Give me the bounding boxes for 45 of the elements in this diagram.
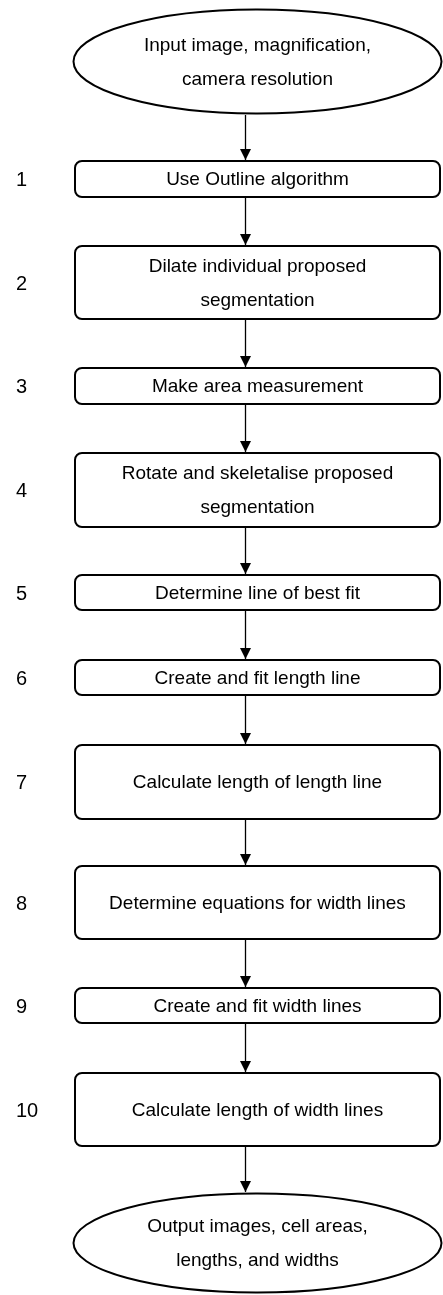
step-number: 7 [16,770,28,794]
step-text: Determine line of best fit [155,580,360,605]
step-text: Rotate and skeletalise proposed segmentation [120,461,395,519]
step-number: 5 [16,580,28,605]
step-number: 9 [16,993,28,1018]
step-number: 1 [16,167,28,191]
process-box [74,245,441,320]
arrow [240,610,251,660]
process-box [74,987,441,1024]
process-box [74,367,441,405]
step-text: Create and fit length line [154,665,361,690]
process-box [74,1072,441,1147]
arrow [240,1023,251,1073]
process-box [74,744,441,820]
step-text: Output images, cell areas, lengths, and widths [146,1214,369,1272]
step-number: 4 [16,478,28,502]
process-box [74,452,441,528]
process-box [74,659,441,696]
step-text: Calculate length of length line [132,770,383,794]
arrow [240,819,251,866]
process-box [74,574,441,611]
step-number: 8 [16,890,28,915]
process-box [74,160,441,198]
step-text: Input image, magnification, camera resolution [142,32,373,91]
arrow [240,939,251,988]
arrow [240,114,251,161]
step-text: Use Outline algorithm [166,167,349,191]
step-text: Dilate individual proposed segmentation [147,253,368,312]
arrow [240,319,251,368]
arrow [240,197,251,246]
arrow [240,695,251,745]
step-text: Make area measurement [151,374,364,398]
step-text: Create and fit width lines [153,993,362,1018]
step-text: Determine equations for width lines [109,890,406,915]
step-number: 10 [16,1097,39,1122]
step-number: 3 [16,374,28,398]
process-box [74,865,441,940]
step-number: 2 [16,270,28,295]
arrow [240,404,251,453]
terminal-ellipse [72,8,443,115]
step-text: Calculate length of width lines [131,1097,384,1122]
step-number: 6 [16,665,28,690]
arrow [240,1146,251,1193]
arrow [240,527,251,575]
terminal-ellipse [72,1192,443,1294]
